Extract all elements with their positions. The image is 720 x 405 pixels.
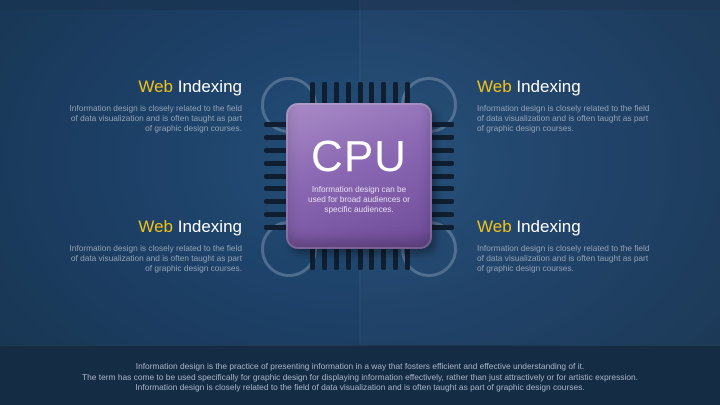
chip-pins-bottom: [310, 246, 410, 270]
block-heading: Web Indexing: [477, 217, 652, 237]
block-body: Information design is closely related to…: [477, 103, 650, 134]
footer-text: Information design is the practice of pr…: [20, 361, 700, 393]
top-bar: [0, 0, 720, 10]
info-block-top-left: Web Indexing Information design is close…: [67, 77, 243, 134]
heading-rest: Indexing: [511, 217, 581, 236]
cpu-chip: CPU Information design can be used for b…: [286, 103, 432, 249]
heading-rest: Indexing: [173, 217, 242, 236]
block-body: Information design is closely related to…: [69, 243, 243, 274]
heading-highlight: Web: [138, 77, 173, 96]
info-block-top-right: Web Indexing Information design is close…: [477, 77, 652, 134]
heading-rest: Indexing: [511, 77, 581, 96]
footer-line-1: Information design is the practice of pr…: [135, 361, 585, 371]
chip-pins-left: [264, 122, 290, 230]
info-block-bottom-right: Web Indexing Information design is close…: [477, 217, 652, 274]
chip-subtitle: Information design can be used for broad…: [308, 185, 410, 215]
heading-highlight: Web: [477, 77, 512, 96]
heading-highlight: Web: [477, 217, 512, 236]
chip-title: CPU: [311, 132, 407, 181]
block-heading: Web Indexing: [67, 217, 242, 237]
heading-rest: Indexing: [173, 77, 242, 96]
footer-band: Information design is the practice of pr…: [0, 345, 720, 405]
block-heading: Web Indexing: [67, 77, 242, 97]
footer-line-3: Information design is closely related to…: [135, 382, 585, 392]
chip-pins-right: [428, 122, 454, 230]
block-heading: Web Indexing: [477, 77, 652, 97]
footer-line-2: The term has come to be used specificall…: [82, 371, 638, 382]
block-body: Information design is closely related to…: [477, 243, 650, 274]
chip-pins-top: [310, 82, 410, 106]
info-block-bottom-left: Web Indexing Information design is close…: [67, 217, 243, 274]
heading-highlight: Web: [138, 217, 173, 236]
block-body: Information design is closely related to…: [69, 103, 243, 134]
